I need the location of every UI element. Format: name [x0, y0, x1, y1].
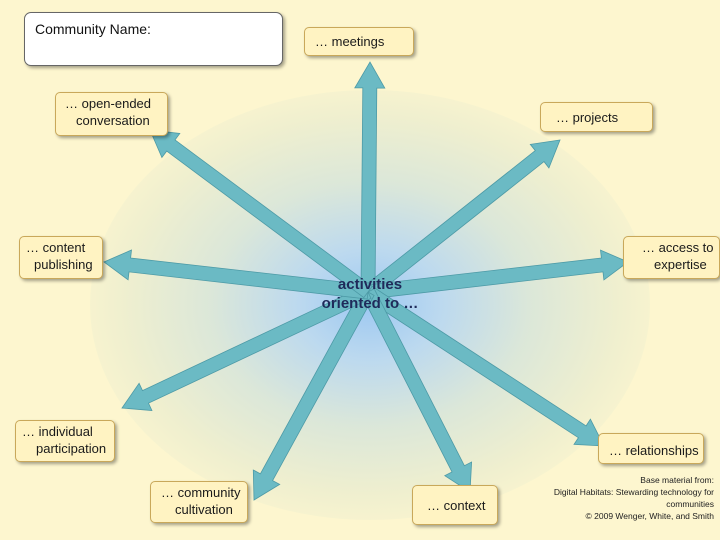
node-individual-participation: … individual participation [15, 420, 115, 462]
node-access-line-1: … access to [642, 240, 714, 255]
node-content-line-1: … content [26, 240, 86, 255]
node-projects-line-1: … projects [556, 110, 619, 125]
arrow-to-projects [363, 139, 561, 299]
arrow-to-access-to-expertise [366, 249, 629, 300]
node-community-cultivation: … community cultivation [150, 481, 248, 523]
arrow-to-content-publishing [103, 249, 370, 300]
arrow-to-open-ended-conversation [149, 129, 373, 299]
node-meetings-line-1: … meetings [315, 34, 385, 49]
arrow-to-community-cultivation [252, 288, 375, 501]
credit-text: Base material from: Digital Habitats: St… [520, 474, 714, 522]
credit-line-3: communities [666, 499, 714, 509]
node-meetings: … meetings [304, 27, 414, 56]
node-relationships-line-1: … relationships [609, 443, 699, 458]
node-access-line-2: expertise [654, 257, 707, 272]
node-access-to-expertise: … access to expertise [623, 236, 720, 279]
credit-line-1: Base material from: [640, 475, 714, 485]
node-content-line-2: publishing [34, 257, 93, 272]
node-context-line-1: … context [427, 498, 486, 513]
node-relationships: … relationships [598, 433, 704, 464]
node-content-publishing: … content publishing [19, 236, 103, 279]
node-cultivation-line-1: … community [161, 485, 241, 500]
center-line-2: oriented to … [321, 295, 419, 312]
center-label: activities oriented to … [305, 275, 435, 313]
center-line-1: activities [337, 276, 403, 293]
arrow-to-relationships [363, 285, 605, 447]
node-conversation-line-1: … open-ended [65, 96, 152, 111]
node-conversation-line-2: conversation [76, 113, 150, 128]
arrow-to-context [361, 288, 473, 493]
node-individual-line-2: participation [36, 441, 107, 456]
arrow-to-meetings [354, 61, 386, 293]
credit-line-4: © 2009 Wenger, White, and Smith [585, 511, 714, 521]
node-context: … context [412, 485, 498, 525]
community-name-box[interactable]: Community Name: [24, 12, 283, 66]
node-individual-line-1: … individual [22, 424, 93, 439]
community-name-label: Community Name: [35, 21, 151, 37]
node-open-ended-conversation: … open-ended conversation [55, 92, 168, 136]
credit-line-2: Digital Habitats: Stewarding technology … [553, 487, 714, 497]
node-projects: … projects [540, 102, 653, 132]
arrow-to-individual-participation [121, 285, 372, 411]
node-cultivation-line-2: cultivation [175, 502, 233, 517]
